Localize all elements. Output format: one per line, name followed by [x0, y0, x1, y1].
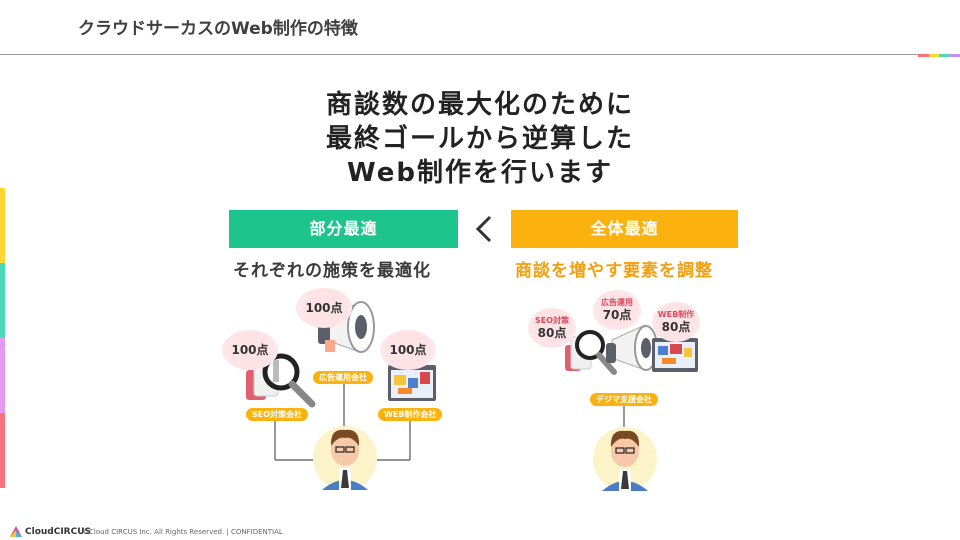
megaphone-icon-right — [606, 324, 658, 371]
partial-optimization-header: 部分最適 — [229, 210, 458, 248]
headline: 商談数の最大化のために 最終ゴールから逆算した Web制作を行います — [0, 88, 960, 190]
tag-ad-company: 広告運用会社 — [313, 371, 373, 384]
footer-copyright: ©Cloud CIRCUS Inc. All Rights Reserved. … — [82, 528, 283, 536]
footer-brand: CloudCIRCUS — [25, 527, 92, 537]
title-divider — [0, 54, 960, 55]
website-icon-right — [652, 338, 698, 372]
partial-optimization-subhead: それぞれの施策を最適化 — [233, 261, 431, 281]
magnifier-icon — [246, 353, 316, 408]
score-bubble-seo: 100点 — [222, 330, 278, 370]
cloudcircus-logo-icon — [10, 526, 22, 537]
headline-line-2: 最終ゴールから逆算した — [325, 124, 634, 154]
footer-logo: CloudCIRCUS — [10, 526, 91, 538]
person-illustration-right — [593, 427, 657, 491]
score-bubble-web: 100点 — [380, 330, 436, 370]
corner-accent-bar — [918, 54, 960, 57]
left-accent-stripes — [0, 188, 5, 488]
headline-line-1: 商談数の最大化のために — [325, 90, 634, 120]
magnifier-icon-right — [565, 330, 617, 375]
headline-line-3: Web制作を行います — [347, 158, 613, 188]
tag-digital-marketing-company: デジマ支援会社 — [590, 393, 658, 406]
total-optimization-header: 全体最適 — [511, 210, 738, 248]
tag-web-company: WEB制作会社 — [378, 408, 443, 421]
tag-seo-company: SEO対策会社 — [246, 408, 309, 421]
score-bubble-ad: 100点 — [296, 288, 352, 328]
website-icon — [388, 365, 436, 401]
slide-title: クラウドサーカスのWeb制作の特徴 — [78, 19, 358, 39]
less-than-icon — [475, 215, 492, 243]
total-optimization-subhead: 商談を増やす要素を調整 — [515, 261, 713, 281]
person-illustration-left — [313, 426, 377, 490]
